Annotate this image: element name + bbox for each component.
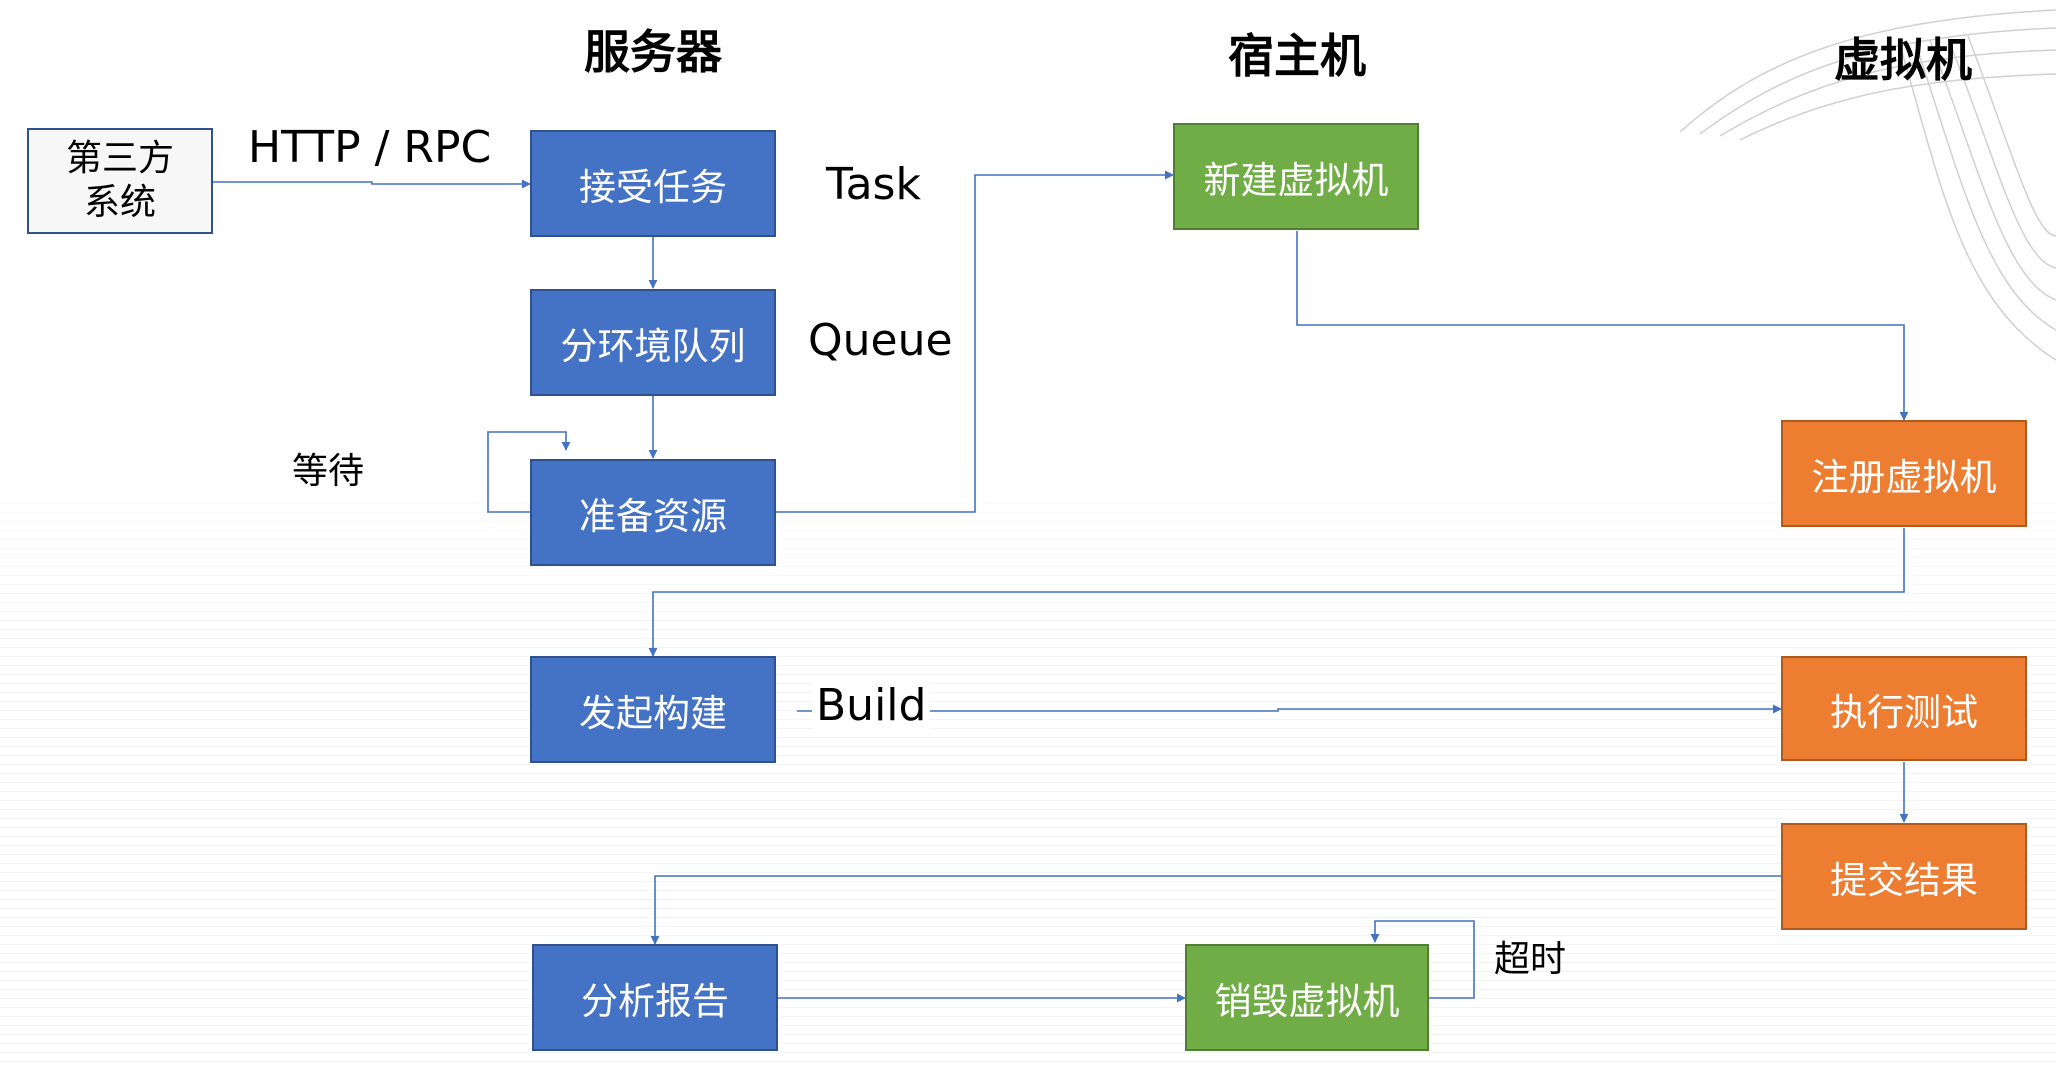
edge-wait-loop xyxy=(487,431,571,513)
node-prepare-resources: 准备资源 xyxy=(530,459,776,566)
node-create-vm: 新建虚拟机 xyxy=(1173,123,1419,230)
node-start-build: 发起构建 xyxy=(530,656,776,763)
column-title-host: 宿主机 xyxy=(1228,29,1366,83)
edge-build-runtests xyxy=(797,704,1782,714)
edge-label-build: Build xyxy=(812,680,931,731)
edge-thirdparty-accept xyxy=(212,179,531,189)
node-accept-task: 接受任务 xyxy=(530,130,776,237)
node-analyze-report: 分析报告 xyxy=(532,944,778,1051)
edge-prepare-createvm xyxy=(776,170,1174,513)
edge-createvm-register xyxy=(1296,231,1909,421)
column-title-vm: 虚拟机 xyxy=(1834,33,1972,87)
node-run-tests: 执行测试 xyxy=(1781,656,2027,761)
node-submit-results: 提交结果 xyxy=(1781,823,2027,930)
node-destroy-vm: 销毁虚拟机 xyxy=(1185,944,1429,1051)
node-third-party-system: 第三方 系统 xyxy=(27,128,213,234)
edge-label-task: Task xyxy=(826,159,921,210)
edge-submit-analyze xyxy=(650,875,1781,945)
column-title-server: 服务器 xyxy=(584,25,722,79)
edge-label-queue: Queue xyxy=(808,315,953,366)
background-lines xyxy=(0,440,2056,1068)
edge-label-http-rpc: HTTP / RPC xyxy=(248,122,492,173)
edge-label-wait: 等待 xyxy=(292,451,365,492)
node-register-vm: 注册虚拟机 xyxy=(1781,420,2027,527)
edge-timeout-loop xyxy=(1370,920,1475,999)
edge-label-timeout: 超时 xyxy=(1494,939,1567,980)
edge-register-build xyxy=(648,528,1905,657)
node-env-queue: 分环境队列 xyxy=(530,289,776,396)
